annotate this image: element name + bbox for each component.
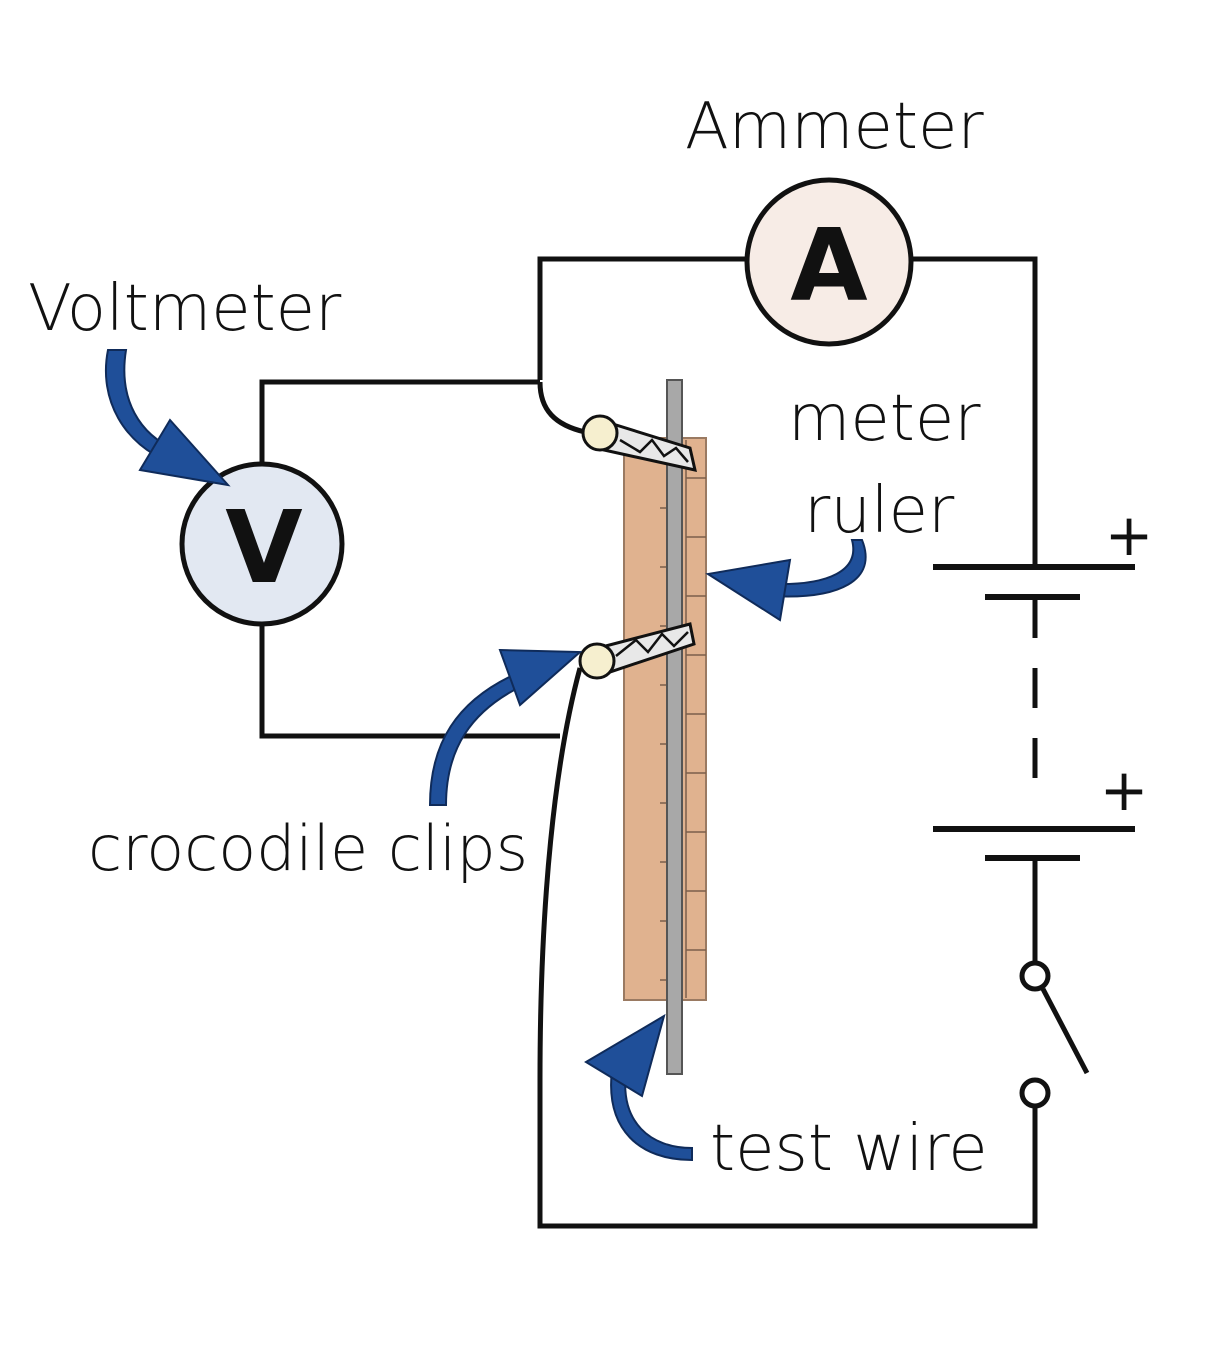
wire-top-right: [912, 256, 1038, 567]
arrow-icon-clips: [428, 648, 583, 806]
crocodile-clip-top: [581, 414, 697, 472]
voltmeter-icon: V: [179, 461, 345, 627]
ammeter-icon: A: [744, 177, 914, 347]
crocodile-clips-label: crocodile clips: [88, 812, 528, 885]
meter-ruler-label-line1: meter: [788, 382, 981, 456]
battery: + +: [933, 501, 1154, 861]
wire-top-left: [537, 256, 748, 380]
crocodile-clip-bottom: [578, 622, 696, 680]
meter-ruler-label-line2: ruler: [804, 474, 955, 548]
meter-ruler: [623, 437, 707, 1001]
clip-top-head: [581, 414, 619, 452]
voltmeter-label: Voltmeter: [28, 272, 342, 346]
voltmeter-symbol: V: [225, 489, 302, 606]
ammeter-label: Ammeter: [685, 90, 984, 164]
test-wire: [666, 379, 683, 1075]
ruler-ticks: [660, 477, 706, 981]
cell1-plus-sign: +: [1105, 501, 1154, 569]
circuit-wires: [259, 256, 1038, 1229]
arrow-icon-ruler: [705, 539, 867, 622]
switch-icon: [1019, 960, 1090, 1109]
arrow-icon-voltmeter: [104, 349, 231, 487]
wire-from-bottom-clip: [537, 667, 1038, 1229]
ammeter-symbol: A: [790, 207, 867, 324]
cell2-plus-sign: +: [1100, 756, 1149, 824]
annotation-arrows: [104, 349, 867, 1162]
wire-voltmeter-upper: [259, 379, 540, 465]
arrow-icon-testwire: [584, 1013, 693, 1162]
wire-to-top-clip: [537, 381, 586, 435]
test-wire-label: test wire: [710, 1112, 988, 1186]
clip-bottom-head: [578, 642, 616, 680]
